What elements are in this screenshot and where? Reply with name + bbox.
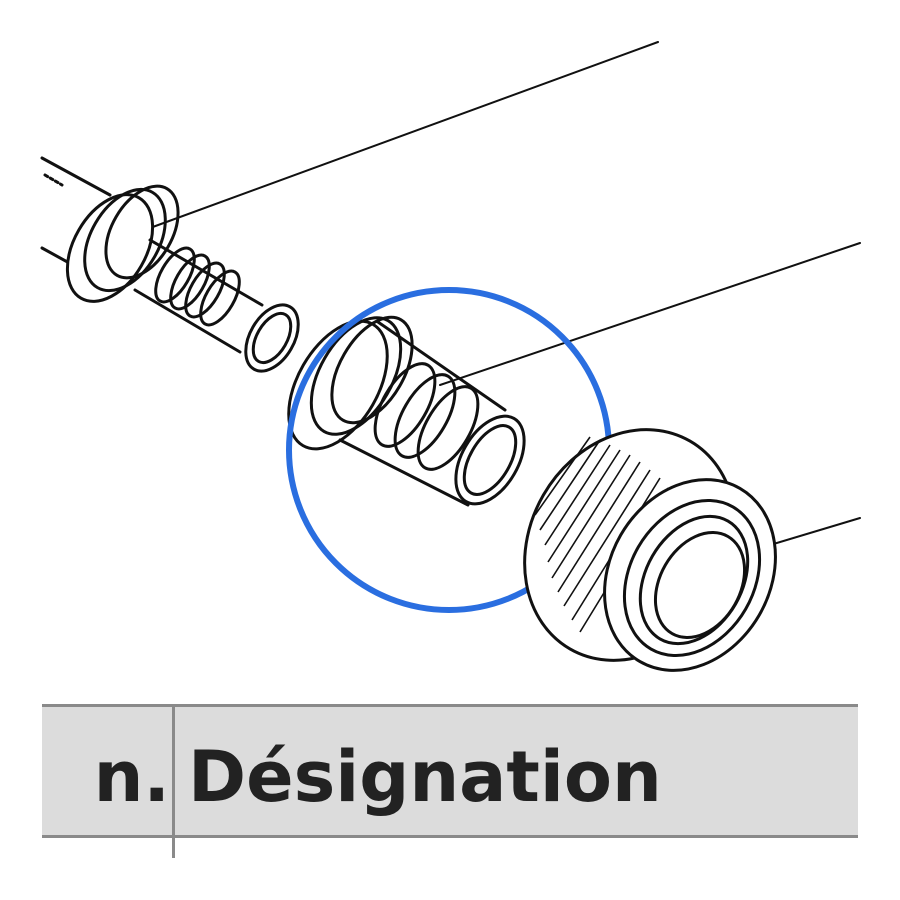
parts-table-header: n. Désignation	[42, 704, 858, 838]
column-divider	[172, 704, 175, 858]
knurled-nut-part	[523, 428, 777, 672]
pipe-with-insert-part	[40, 156, 300, 373]
leader-line-2	[439, 242, 861, 386]
leader-line-1	[149, 41, 659, 229]
exploded-view-drawing	[40, 41, 861, 672]
column-header-number: n.	[93, 736, 170, 818]
press-fitting-body-part	[287, 315, 526, 507]
column-header-designation: Désignation	[188, 736, 662, 818]
leader-line-3	[759, 517, 861, 549]
